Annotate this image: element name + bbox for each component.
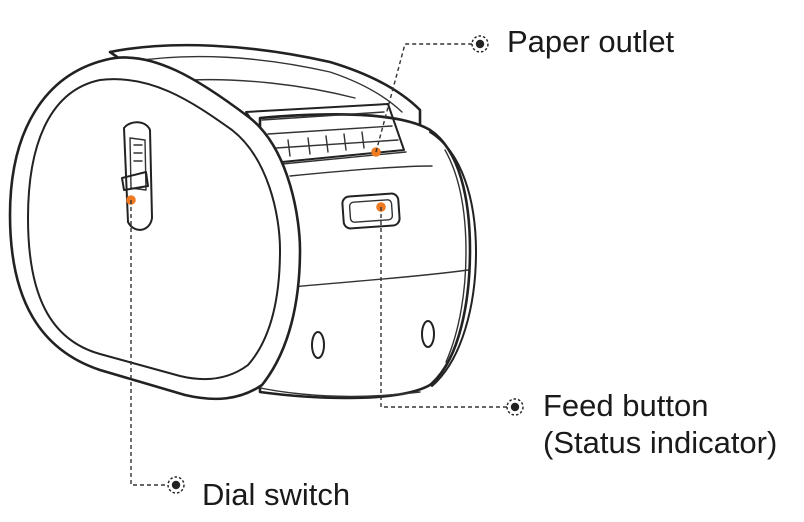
status-indicator-label: (Status indicator) — [543, 425, 778, 460]
printer-side-panel — [8, 56, 302, 401]
dial-switch-target-icon — [167, 476, 185, 494]
dial-switch-label: Dial switch — [202, 477, 351, 512]
feed-button-label: Feed button — [543, 388, 709, 423]
feed-button-target-icon — [506, 398, 524, 416]
paper-outlet-leader — [375, 43, 474, 153]
printer-body — [258, 113, 472, 400]
dial-switch-outline — [123, 121, 153, 231]
printer-illustration — [8, 43, 477, 401]
dial-switch-leader — [130, 200, 168, 486]
paper-outlet-label: Paper outlet — [507, 24, 675, 59]
feed-button-outline — [341, 192, 401, 230]
feed-button-leader — [380, 207, 508, 408]
paper-outlet-target-icon — [471, 35, 489, 53]
